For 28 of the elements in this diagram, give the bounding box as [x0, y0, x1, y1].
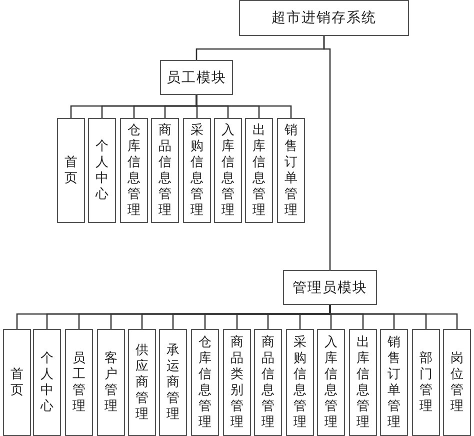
- function-box: 商品信息管理: [254, 329, 282, 436]
- function-box: 部门管理: [412, 329, 440, 436]
- function-box: 客户管理: [97, 329, 125, 436]
- function-box: 采购信息管理: [183, 118, 211, 223]
- function-box: 销售订单管理: [380, 329, 408, 436]
- function-box: 首页: [3, 329, 31, 436]
- function-box: 员工管理: [65, 329, 93, 436]
- function-box: 出库信息管理: [245, 118, 273, 223]
- function-box: 岗位管理: [443, 329, 471, 436]
- function-box: 仓库信息管理: [191, 329, 219, 436]
- function-box: 仓库信息管理: [120, 118, 148, 223]
- function-box: 商品信息管理: [151, 118, 179, 223]
- function-box: 销售订单管理: [277, 118, 305, 223]
- function-box: 首页: [57, 118, 85, 223]
- function-box: 采购信息管理: [286, 329, 314, 436]
- function-box: 入库信息管理: [317, 329, 345, 436]
- function-box: 商品类别管理: [223, 329, 251, 436]
- module-box: 超市进销存系统: [239, 0, 409, 36]
- function-box: 个人中心: [88, 118, 116, 223]
- function-box: 个人中心: [33, 329, 61, 436]
- module-box: 员工模块: [160, 60, 233, 95]
- connector-line: [323, 36, 331, 270]
- function-box: 供应商管理: [128, 329, 156, 436]
- function-box: 入库信息管理: [214, 118, 242, 223]
- connector-line: [196, 95, 292, 118]
- function-box: 出库信息管理: [349, 329, 377, 436]
- function-box: 承运商管理: [159, 329, 187, 436]
- module-box: 管理员模块: [283, 270, 377, 305]
